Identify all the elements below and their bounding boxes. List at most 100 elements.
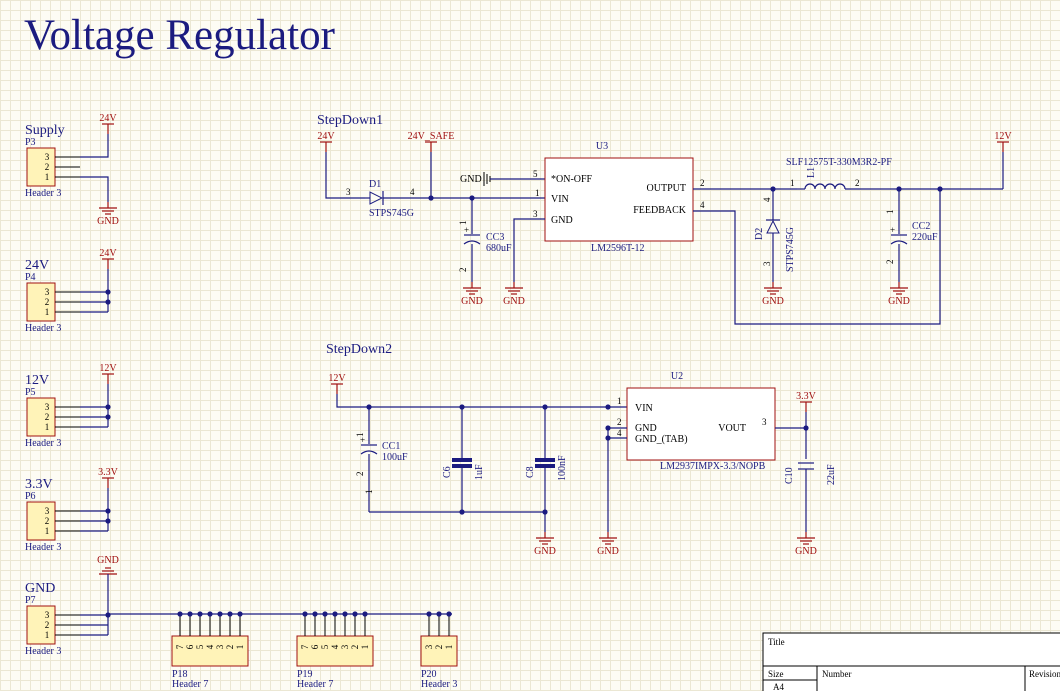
header-body bbox=[420, 635, 458, 667]
junction-dot bbox=[227, 611, 233, 617]
power-port-label: 24V bbox=[99, 113, 117, 124]
header-pin-number: 4 bbox=[205, 644, 215, 649]
pin-number: 4 bbox=[617, 428, 622, 438]
header-body bbox=[26, 397, 56, 437]
header-pin-number: 1 bbox=[45, 526, 50, 536]
section-label: StepDown2 bbox=[326, 342, 392, 357]
title-block-size: Size bbox=[768, 669, 784, 679]
junction-dot bbox=[352, 611, 358, 617]
header-pin-number: 5 bbox=[320, 644, 330, 649]
header-ref: P18 bbox=[172, 669, 188, 680]
junction-dot bbox=[436, 611, 442, 617]
d1-part: STPS745G bbox=[369, 208, 414, 219]
u2-pin-label: GND_(TAB) bbox=[635, 434, 688, 445]
pin-number: 1 bbox=[617, 396, 622, 406]
gnd-label: GND bbox=[503, 296, 525, 307]
header-pin-number: 6 bbox=[185, 644, 195, 649]
pin-number: 4 bbox=[700, 200, 705, 210]
polarity-mark: + bbox=[360, 435, 365, 445]
header-pin-number: 3 bbox=[45, 506, 50, 516]
power-port-label: 12V bbox=[994, 131, 1012, 142]
power-port-label: 24V bbox=[317, 131, 335, 142]
cc1-ref: CC1 bbox=[382, 441, 400, 452]
pin-number: 2 bbox=[885, 260, 895, 265]
header-type: Header 3 bbox=[25, 188, 61, 199]
junction-dot bbox=[459, 509, 465, 515]
junction-dot bbox=[105, 518, 111, 524]
title-block-title: Title bbox=[768, 637, 785, 647]
c8-ref: C8 bbox=[525, 466, 536, 478]
u3-pin-label: FEEDBACK bbox=[633, 205, 687, 216]
cap-plate-curved bbox=[360, 450, 378, 455]
header-pin-number: 3 bbox=[45, 287, 50, 297]
junction-dot bbox=[177, 611, 183, 617]
header-pin-number: 1 bbox=[444, 645, 454, 650]
l1-ref: L1 bbox=[806, 167, 817, 178]
header-body bbox=[296, 635, 374, 667]
u2-part: LM2937IMPX-3.3/NOPB bbox=[660, 461, 766, 472]
wire bbox=[513, 218, 545, 282]
header-type: Header 3 bbox=[25, 323, 61, 334]
c6-value: 1uF bbox=[474, 464, 485, 480]
cc2-ref: CC2 bbox=[912, 221, 930, 232]
header-pin-number: 2 bbox=[434, 645, 444, 650]
title-block-frame bbox=[762, 632, 1060, 691]
power-port-label: 24V bbox=[99, 248, 117, 259]
gnd-label: GND bbox=[97, 216, 119, 227]
header-pin-number: 1 bbox=[235, 645, 245, 650]
header-group-title: GND bbox=[25, 581, 55, 596]
u3-pin-label: VIN bbox=[551, 194, 569, 205]
junction-dot bbox=[362, 611, 368, 617]
header-body bbox=[171, 635, 249, 667]
title-block-revision: Revision bbox=[1029, 669, 1060, 679]
junction-dot bbox=[446, 611, 452, 617]
gnd-label: GND bbox=[97, 555, 119, 566]
pin-number: 3 bbox=[762, 261, 772, 266]
wire bbox=[336, 394, 627, 408]
header-pin-number: 7 bbox=[300, 644, 310, 649]
stepdown1-circuit: StepDown124V3D1STPS745G424V_SAFE1+CC3680… bbox=[317, 113, 1012, 325]
u2-pin-label: VIN bbox=[635, 403, 653, 414]
junction-dot bbox=[426, 611, 432, 617]
junction-dot bbox=[322, 611, 328, 617]
pin-number: 2 bbox=[458, 268, 468, 273]
c6-ref: C6 bbox=[442, 466, 453, 478]
header-ref: P20 bbox=[421, 669, 437, 680]
header-type: Header 3 bbox=[421, 679, 457, 690]
header-pin-number: 3 bbox=[215, 644, 225, 649]
u3-pin-label: GND bbox=[551, 215, 573, 226]
power-port-label: 24V_SAFE bbox=[408, 131, 455, 142]
power-port-label: 12V bbox=[99, 363, 117, 374]
pin-number: 1 bbox=[790, 178, 795, 188]
junction-dot bbox=[187, 611, 193, 617]
pin-number: 4 bbox=[762, 197, 772, 202]
header-pin-number: 1 bbox=[45, 422, 50, 432]
header-pin-number: 1 bbox=[45, 172, 50, 182]
inductor-coil bbox=[804, 183, 846, 190]
header-pin-number: 3 bbox=[45, 610, 50, 620]
u2-body bbox=[626, 387, 776, 461]
pin-number: 3 bbox=[346, 187, 351, 197]
pin-number: 4 bbox=[410, 187, 415, 197]
c10-ref: C10 bbox=[784, 467, 795, 484]
junction-dot bbox=[105, 508, 111, 514]
header-pin-number: 4 bbox=[330, 644, 340, 649]
header-pin-number: 5 bbox=[195, 644, 205, 649]
diode-triangle bbox=[369, 191, 384, 205]
header-pin-number: 2 bbox=[45, 516, 50, 526]
header-pin-number: 1 bbox=[45, 630, 50, 640]
junction-dot bbox=[312, 611, 318, 617]
junction-dot bbox=[332, 611, 338, 617]
page-title: Voltage Regulator bbox=[24, 12, 335, 59]
header-ref: P6 bbox=[25, 491, 36, 502]
pin-number: 3 bbox=[762, 417, 767, 427]
cc3-ref: CC3 bbox=[486, 232, 504, 243]
header-pin-number: 3 bbox=[424, 644, 434, 649]
